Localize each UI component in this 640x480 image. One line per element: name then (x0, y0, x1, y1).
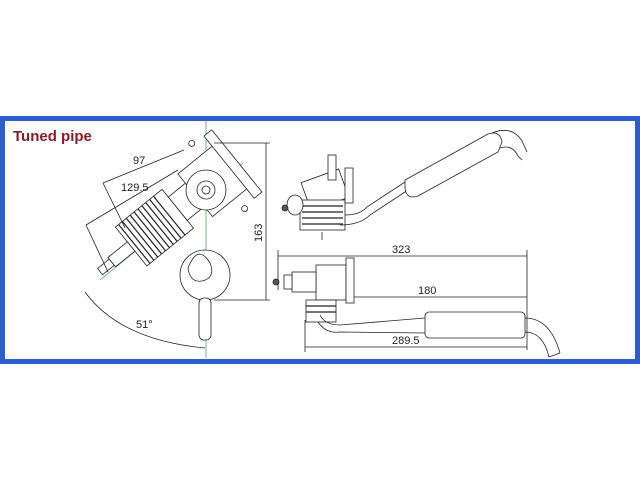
dim-angle-51: 51° (136, 319, 153, 331)
exhaust-pipe-side (317, 314, 426, 334)
drawing-frame (0, 116, 640, 364)
crankcase-circle (185, 169, 227, 211)
tailpipe-side (524, 317, 561, 358)
engine-side-view (272, 257, 355, 323)
exhaust-pipe-iso (339, 181, 409, 226)
dim-289-5: 289.5 (392, 335, 420, 347)
diagram-title: Tuned pipe (13, 128, 92, 145)
muffler-iso (404, 132, 503, 198)
dim-163: 163 (253, 224, 265, 242)
tailpipe-iso (491, 129, 528, 161)
muffler-side (424, 311, 526, 339)
dim-323: 323 (392, 244, 410, 256)
engine-iso-view (281, 154, 354, 240)
dim-180: 180 (418, 285, 436, 297)
dim-97: 97 (133, 155, 145, 167)
dim-129-5: 129.5 (121, 182, 149, 194)
